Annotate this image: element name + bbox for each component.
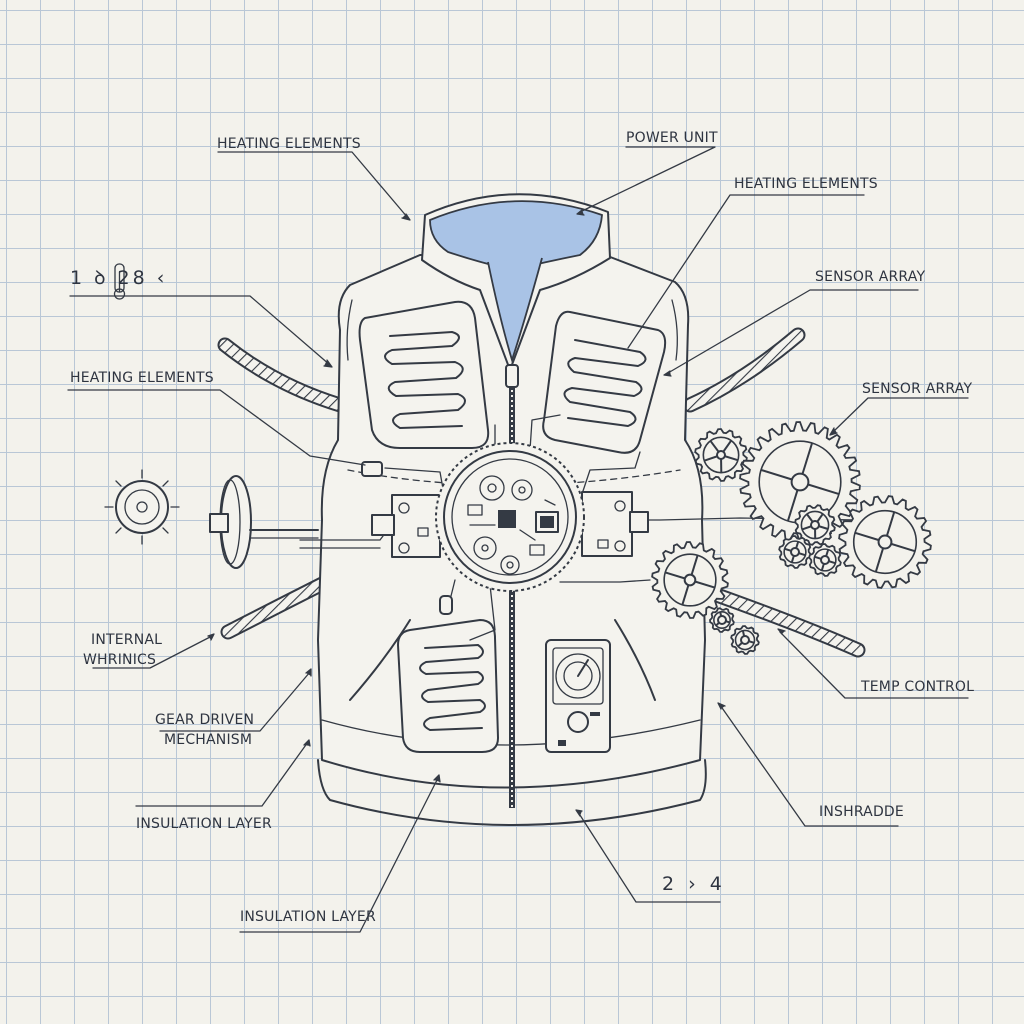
label-heating-elements-top-left: HEATING ELEMENTS <box>217 136 361 152</box>
gear-icon <box>694 428 748 482</box>
label-gear-mechanism-line1: GEAR DRIVEN <box>155 712 255 728</box>
label-internal-wiring-line1: INTERNAL <box>91 632 163 648</box>
marker-bottom: 2 › 4 <box>662 873 726 895</box>
pocket-right <box>614 619 656 701</box>
junction-box-left <box>371 494 441 558</box>
label-sensor-array-2: SENSOR ARRAY <box>862 381 973 397</box>
label-insulation-layer-left: INSULATION LAYER <box>136 816 272 832</box>
label-heating-elements-left: HEATING ELEMENTS <box>70 370 214 386</box>
label-temp-control: TEMP CONTROL <box>861 679 975 695</box>
gear-icon <box>651 541 729 619</box>
label-inshradde: INSHRADDE <box>819 804 904 820</box>
gear-icon <box>778 535 812 569</box>
gauge-icon <box>104 469 180 545</box>
external-coil-upper-right <box>682 327 806 413</box>
circuit-board-icon <box>435 442 585 592</box>
fuse-cylinder <box>439 595 453 615</box>
label-heating-elements-top-right: HEATING ELEMENTS <box>734 176 878 192</box>
leader-lines <box>67 146 969 933</box>
junction-box-right <box>581 491 649 557</box>
heating-coil-icon <box>397 619 499 753</box>
vest-collar <box>421 193 611 371</box>
label-sensor-array-1: SENSOR ARRAY <box>815 269 926 285</box>
gear-icon <box>709 607 735 633</box>
zipper-icon <box>505 364 519 808</box>
dial-icon <box>545 639 611 753</box>
external-coil-upper-left <box>217 337 348 413</box>
wheel-connector <box>209 475 319 569</box>
gear-icon <box>730 625 760 655</box>
marker-left: 1 ꝺ 28 ‹ <box>70 267 168 289</box>
thermometer-icon <box>113 263 126 300</box>
label-insulation-layer-bottom: INSULATION LAYER <box>240 909 376 925</box>
gear-icon <box>808 543 842 577</box>
label-power-unit: POWER UNIT <box>626 130 718 146</box>
gear-icon <box>838 495 932 589</box>
pocket-left <box>349 619 411 701</box>
gear-icon <box>651 421 932 655</box>
heating-coil-icon <box>358 300 490 449</box>
gear-icon <box>794 504 836 546</box>
label-internal-wiring-line2: WHRINICS <box>83 652 157 668</box>
heating-coil-icon <box>542 310 667 454</box>
connector-plug <box>361 461 383 477</box>
label-gear-mechanism-line2: MECHANISM <box>164 732 253 748</box>
